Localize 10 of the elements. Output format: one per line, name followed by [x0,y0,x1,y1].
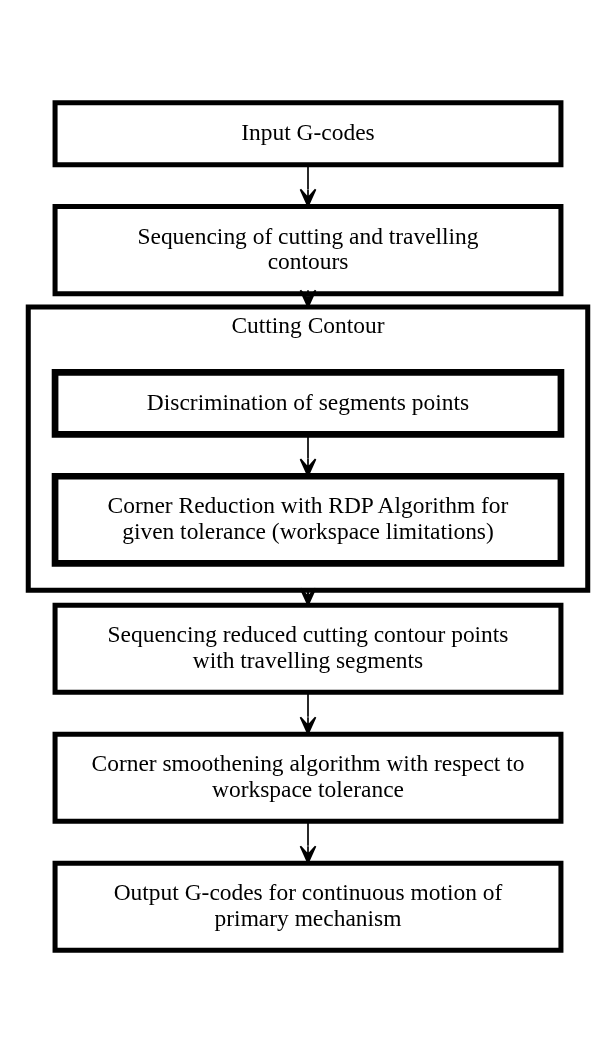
node-box: Sequencing reduced cutting contour points with travelling segments [52,602,564,695]
arrow [299,289,317,308]
arrow [299,692,317,735]
arrow [299,164,317,207]
arrow [299,821,317,864]
node-box: Discrimination of segments points [51,369,565,438]
node-box: Input G-codes [52,100,564,168]
node-box: Output G-codes for continuous motion of primary mechanism [52,860,564,953]
node-box: Corner Reduction with RDP Algorithm for given tolerance (workspace limitations) [51,472,565,567]
node-box: Corner smoothening algorithm with respect to workspace tolerance [52,731,564,824]
